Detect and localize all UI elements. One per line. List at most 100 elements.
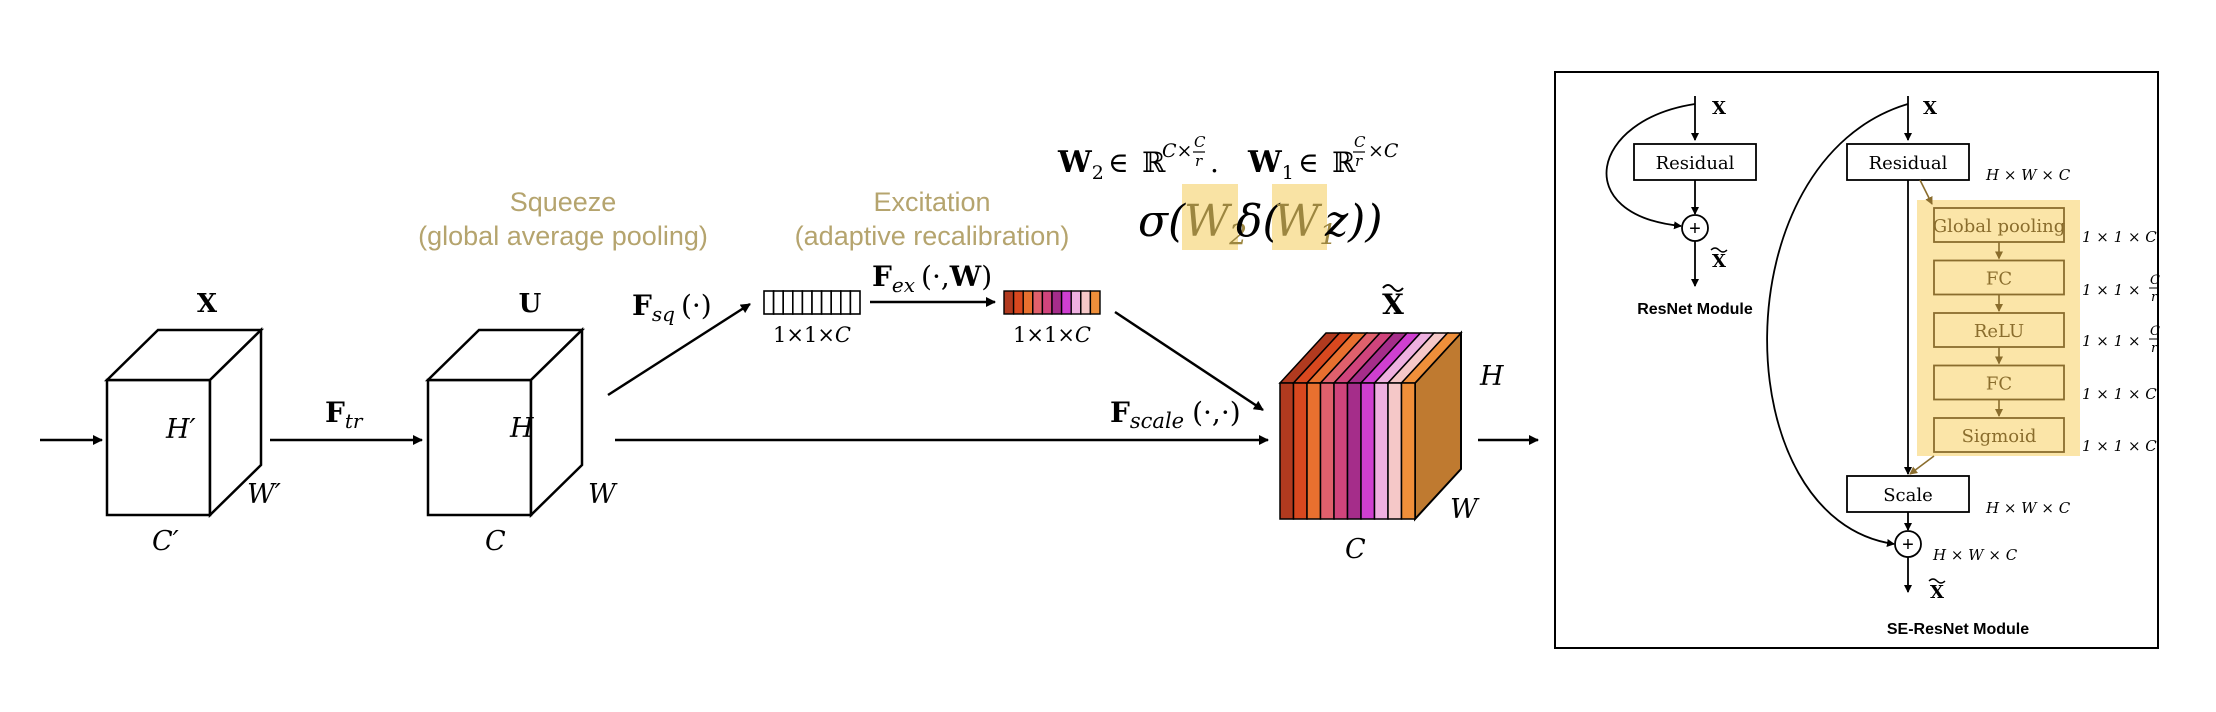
excitation-vector-cell (1089, 290, 1101, 315)
squeeze-vector-cell (763, 290, 775, 315)
svg-text:ℝ: ℝ (1142, 146, 1166, 179)
svg-text:σ(: σ( (1138, 196, 1186, 247)
out-w-label: W (1450, 494, 1480, 525)
input-cube (103, 327, 265, 518)
se-residual-label: Residual (1869, 153, 1948, 174)
svg-text:∈: ∈ (1108, 146, 1129, 179)
svg-text:r: r (1195, 152, 1203, 170)
excitation-title: Excitation (873, 187, 990, 217)
f-ex-label: Fex(·,W) (872, 260, 992, 297)
excitation-vector-cell (1041, 290, 1053, 315)
svg-text:W2: W2 (1057, 145, 1104, 184)
input-u-label: U (519, 289, 542, 319)
se-out-label: X (1930, 582, 1944, 603)
svg-text:C: C (1194, 133, 1206, 151)
se-block-label-3: FC (1986, 374, 2012, 395)
se-block-label-1: FC (1986, 269, 2012, 290)
squeeze-vector-cell (811, 290, 823, 315)
resnet-out-label: X (1712, 251, 1726, 272)
squeeze-vector (763, 290, 861, 315)
squeeze-arrow (607, 302, 751, 397)
se-dim-scale: H × W × C (1985, 499, 2071, 517)
output-slice (1387, 382, 1403, 520)
excitation-subtitle: (adaptive recalibration) (795, 221, 1070, 251)
svg-text:ℝ: ℝ (1332, 146, 1356, 179)
resnet-residual-label: Residual (1656, 153, 1735, 174)
output-slice (1306, 382, 1322, 520)
squeeze-vector-cell (830, 290, 842, 315)
excitation-vector (1003, 290, 1101, 315)
svg-text:W2: W2 (1184, 196, 1247, 251)
w-label: W (588, 479, 618, 510)
se-dim-2: 1 × 1 × (2082, 332, 2141, 350)
svg-text:.: . (1210, 146, 1219, 179)
se-skip-connection (1766, 103, 1909, 547)
resnet-add-symbol: + (1689, 218, 1701, 240)
output-cube (1278, 330, 1463, 522)
svg-text:r: r (2151, 290, 2158, 305)
se-scale-label: Scale (1883, 485, 1933, 506)
excitation-vector-cell (1060, 290, 1072, 315)
se-block-label-2: ReLU (1974, 321, 2024, 342)
h-prime-label: H′ (165, 414, 196, 445)
output-slice (1333, 382, 1349, 520)
svg-text:W1: W1 (1247, 145, 1294, 184)
excitation-vector-cell (1003, 290, 1015, 315)
w2-highlight (1182, 184, 1238, 250)
input-x-label: X (197, 289, 218, 319)
se-block-label-0: Global pooling (1933, 216, 2066, 237)
output-slice (1292, 382, 1308, 520)
squeeze-vector-cell (849, 290, 861, 315)
out-c-label: C (1345, 534, 1366, 565)
se-dim-residual: H × W × C (1985, 166, 2071, 184)
squeeze-vector-cell (820, 290, 832, 315)
h-label: H (509, 413, 534, 444)
se-scale-block (1846, 475, 1970, 513)
se-dim-1: 1 × 1 × (2082, 281, 2141, 299)
w-prime-label: W′ (247, 479, 281, 510)
output-x-label: X (1382, 288, 1404, 321)
svg-text:C: C (2150, 273, 2160, 288)
se-x-label: X (1923, 98, 1937, 119)
f-tr-label: Ftr (325, 396, 364, 433)
excitation-vector-cell (1051, 290, 1063, 315)
se-block-1 (1933, 259, 2065, 296)
c-label: C (485, 526, 506, 557)
svg-text:δ(: δ( (1236, 196, 1280, 247)
svg-text:W1: W1 (1274, 196, 1337, 251)
se-block-2 (1933, 312, 2065, 348)
se-block-0 (1933, 207, 2065, 243)
excitation-vector-cell (1022, 290, 1034, 315)
w1-highlight (1272, 184, 1327, 250)
output-slice (1346, 382, 1362, 520)
squeeze-vector-cell (791, 290, 804, 315)
svg-text:z)): z)) (1324, 196, 1383, 247)
excitation-vector-cell (1032, 290, 1044, 315)
output-slice (1400, 382, 1416, 520)
excitation-formula: σ( W2 δ( W1 z)) (1138, 184, 1383, 251)
se-dim-4: 1 × 1 × C (2082, 437, 2157, 455)
excitation-vector-cell (1012, 290, 1024, 315)
se-residual-block (1846, 143, 1970, 181)
svg-text:∈: ∈ (1298, 146, 1319, 179)
squeeze-vector-cell (772, 290, 784, 315)
u-cube (424, 327, 586, 518)
resnet-x-label: X (1712, 98, 1726, 119)
output-slice (1319, 382, 1335, 520)
squeeze-subtitle: (global average pooling) (418, 221, 708, 251)
weight-shapes-formula: W2 ∈ ℝ C× C r . W1 ∈ ℝ C r ×C (1057, 133, 1399, 184)
svg-text:C×: C× (1162, 140, 1192, 162)
squeeze-vector-cell (782, 290, 794, 315)
excitation-vector-cell (1080, 290, 1092, 315)
output-slice (1279, 382, 1295, 520)
squeeze-vector-cell (801, 290, 813, 315)
f-sq-label: Fsq(·) (632, 289, 712, 326)
resnet-residual-block (1633, 143, 1757, 181)
output-x-tilde (1382, 284, 1404, 292)
f-scale-label: Fscale(·,·) (1110, 396, 1241, 433)
se-dim-0: 1 × 1 × C (2082, 228, 2157, 246)
squeeze-vector-dims: 1×1×C (773, 323, 851, 347)
squeeze-vector-cell (839, 290, 852, 315)
